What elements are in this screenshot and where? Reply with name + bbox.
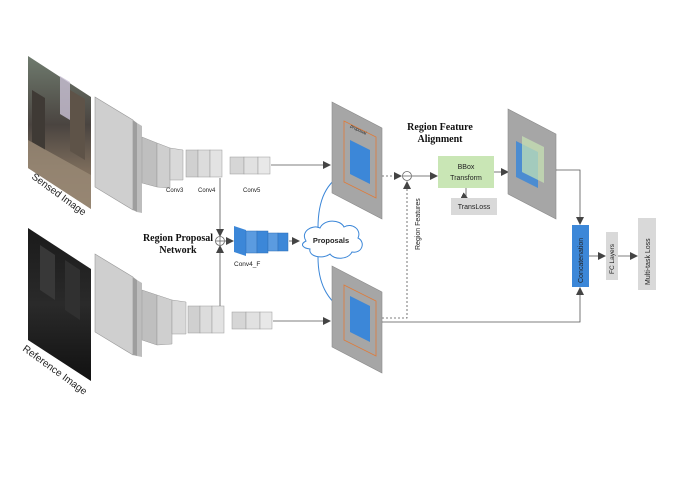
top-backbone [94,96,271,213]
fuse-plus-icon [215,236,225,246]
transloss-box [451,198,497,215]
multitask-loss-box [638,218,656,290]
bbox-transform-line1: BBox [458,164,475,171]
multitask-loss-label: Multi-task Loss [645,238,652,285]
alignment-title-line1: Region Feature [407,122,473,133]
proposals-label: Proposals [313,236,349,245]
concatenation-box [572,225,589,287]
aligned-to-concat-arrow [556,169,584,225]
conv4f-block [234,226,289,256]
reference-image [28,228,91,381]
transloss-label: TransLoss [458,204,491,211]
rpn-title-line2: Network [159,245,197,256]
bbox-transform-box [438,156,494,188]
top-feature-map [331,101,383,220]
alignment-title-line2: Alignment [418,134,464,145]
conv5-label: Conv5 [243,188,261,194]
bottom-backbone [94,253,273,357]
concatenation-label: Concatenation [578,238,585,283]
conv3-label: Conv3 [166,188,184,194]
bottom-feature-map [331,265,383,374]
conv4-label: Conv4 [198,188,216,194]
proposals-cloud [302,220,363,259]
aligned-feature-map [507,108,557,220]
bottom-map-to-subtract-arrow [382,181,411,319]
rpn-title-line1: Region Proposal [143,233,213,244]
sensed-image [28,56,91,209]
bbox-transform-line2: Transform [450,175,482,182]
conv4f-label: Conv4_F [234,261,260,268]
region-features-label: Region Features [415,198,422,250]
fc-layers-box [606,232,618,280]
fc-layers-label: FC Layers [609,243,616,274]
subtract-minus-icon [402,171,412,181]
bottom-map-to-concat-arrow [382,287,584,323]
